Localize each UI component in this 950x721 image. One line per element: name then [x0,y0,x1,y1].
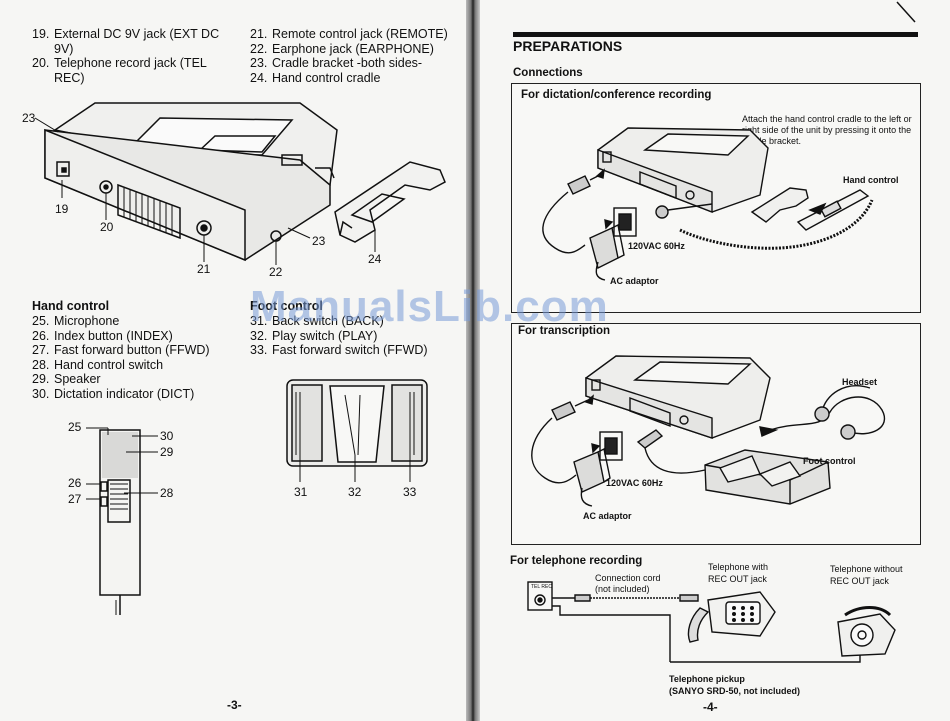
callout-32: 32 [348,485,362,499]
list-item: 31.Back switch (BACK) [250,314,384,328]
list-item: 26.Index button (INDEX) [32,328,173,343]
headset-label: Headset [842,377,878,387]
section-title: PREPARATIONS [513,38,623,54]
list-item: 25.Microphone [32,314,120,328]
callout-19: 19 [55,202,69,216]
list-item: 30.Dictation indicator (DICT) [32,386,195,401]
list-item: 33.Fast forward switch (FFWD) [250,343,428,357]
callout-31: 31 [294,485,308,499]
section-bar [513,32,918,37]
list-item: 28.Hand control switch [32,357,164,372]
watermark: ManualsLib.com [250,282,609,331]
foot-control-label: Foot control [803,456,856,466]
list-item: 22.Earphone jack (EARPHONE) [250,41,434,56]
page-number-right: -4- [703,700,718,714]
telephone-with-line-2: REC OUT jack [708,574,767,584]
telephone-without-label: Telephone without REC OUT jack [830,563,903,587]
list-item: 32.Play switch (PLAY) [250,328,378,343]
book-gutter [466,0,480,721]
dictation-ac-adaptor-label: AC adaptor [610,276,659,286]
hand-control-list: 25.Microphone 26.Index button (INDEX) 27… [32,314,242,401]
list-item: 19.External DC 9V jack (EXT DC 9V) [32,27,220,56]
callout-23-bottom: 23 [312,234,326,248]
telephone-with-line-1: Telephone with [708,562,769,572]
transcription-box-title: For transcription [518,325,611,337]
connections-heading: Connections [513,67,583,79]
telephone-without-line-1: Telephone without [830,564,903,574]
connection-cord-line-2: (not included) [595,584,650,594]
parts-list-19-20: 19.External DC 9V jack (EXT DC 9V) 20.Te… [32,27,222,85]
telephone-recording-heading: For telephone recording [510,555,643,567]
foot-control-list: 31.Back switch (BACK) 32.Play switch (PL… [250,314,460,358]
callout-21: 21 [197,262,211,276]
callout-22: 22 [269,265,283,279]
foot-control-illustration [286,379,428,482]
callout-29: 29 [160,445,174,459]
callout-23: 23 [22,111,36,125]
unit-side-illustration [34,102,446,265]
connection-cord-label: Connection cord (not included) [595,573,661,595]
dictation-box-title: For dictation/conference recording [521,89,712,101]
telephone-pickup-label: Telephone pickup (SANYO SRD-50, not incl… [669,673,800,697]
telephone-with-label: Telephone with REC OUT jack [708,561,768,585]
callout-26: 26 [68,476,82,490]
transcription-ac-adaptor-label: AC adaptor [583,511,632,521]
dictation-ac-spec: 120VAC 60Hz [628,241,685,251]
foot-control-heading: Foot control [250,299,323,313]
callout-33: 33 [403,485,417,499]
callout-28: 28 [160,486,174,500]
hand-control-illustration [86,427,158,615]
telephone-without-line-2: REC OUT jack [830,576,889,586]
callout-27: 27 [68,492,82,506]
list-item: 23.Cradle bracket -both sides- [250,56,423,70]
tel-rec-label: TEL REC [531,584,552,590]
cradle-note: Attach the hand control cradle to the le… [742,114,912,146]
list-item: 24.Hand control cradle [250,70,381,85]
corner-mark [896,1,916,23]
transcription-ac-spec: 120VAC 60Hz [606,478,663,488]
hand-control-heading: Hand control [32,299,110,313]
callout-20: 20 [100,220,114,234]
parts-list-21-24: 21.Remote control jack (REMOTE) 22.Earph… [250,27,460,85]
list-item: 20.Telephone record jack (TEL REC) [32,56,207,85]
telephone-pickup-line-2: (SANYO SRD-50, not included) [669,686,801,696]
callout-25: 25 [68,420,82,434]
callout-30: 30 [160,429,174,443]
hand-control-label: Hand control [843,175,899,185]
page-number-left: -3- [227,698,242,712]
list-item: 29.Speaker [32,372,101,386]
list-item: 27.Fast forward button (FFWD) [32,343,210,357]
telephone-pickup-line-1: Telephone pickup [669,674,745,684]
callout-24: 24 [368,252,382,266]
connection-cord-line-1: Connection cord [595,573,661,583]
list-item: 21.Remote control jack (REMOTE) [250,27,448,41]
